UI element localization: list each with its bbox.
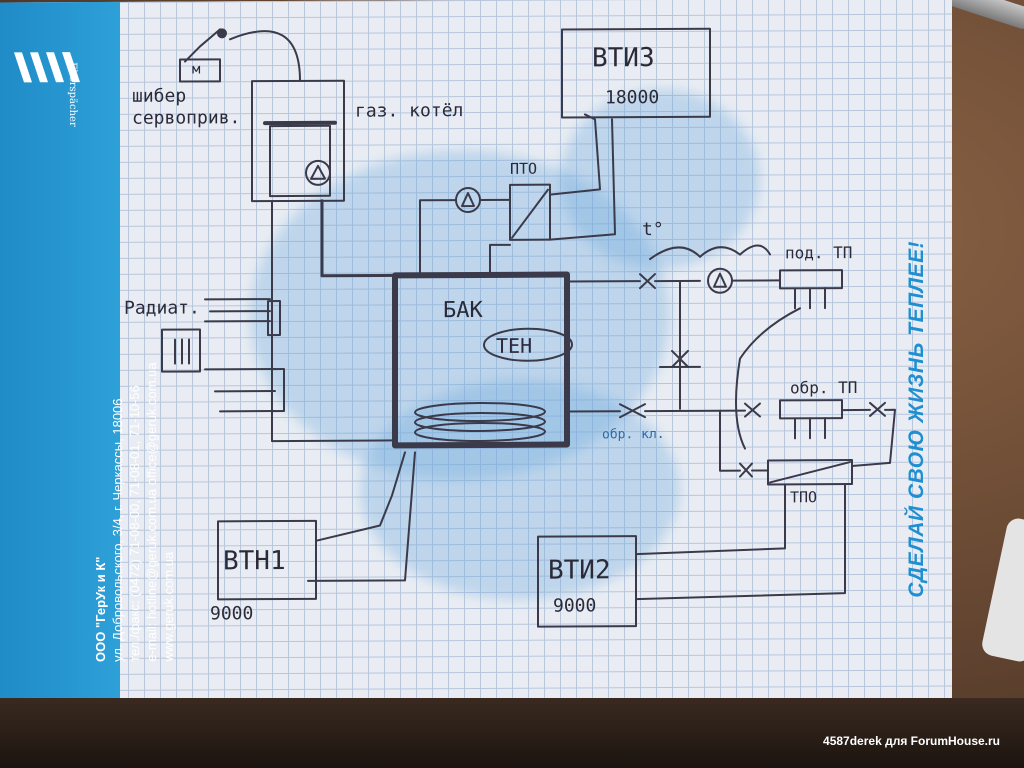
label-servoprivod: сервоприв. [132,107,241,129]
return-manifold [779,399,843,420]
label-vtn1: ВТН1 [223,545,286,577]
boiler-pump-icon [305,159,331,186]
label-radiators: Радиат. [124,297,200,319]
label-motor: м [192,61,201,78]
label-pto: ПТО [510,159,538,178]
temperature-sensor-wire [649,244,771,261]
label-bak: БАК [443,297,483,324]
label-vtiz-power: 18000 [605,87,660,109]
supply-valve-icon [639,273,656,290]
check-valve-icon [619,403,646,419]
storage-tank [392,271,570,449]
company-sidebar: Eberspächer ООО "ГерУк и К" ул. Добровол… [0,1,176,707]
chimney-pipe [184,28,221,63]
radiator-2 [271,368,285,413]
pump-icon [455,187,481,214]
vtn1-collector [217,519,317,601]
pto-exchanger [509,183,551,241]
label-shiber: шибер [132,85,187,107]
label-ten: ТЕН [496,333,533,358]
servo-motor [179,58,221,83]
gas-boiler [251,79,345,203]
vti2-collector [537,535,637,628]
supply-pump-icon [707,267,733,294]
bypass-valve-icon [671,349,689,368]
tpo-valve-icon [739,462,753,478]
radiator-1 [267,300,281,337]
label-gas-boiler: газ. котёл [355,100,464,122]
eberspaecher-logo-icon [14,52,80,83]
label-vtn1-power: 9000 [210,603,254,625]
desk-edge [0,698,1024,768]
heating-element [483,327,573,362]
boiler-inner [269,124,331,198]
supply-manifold [779,269,843,290]
label-pod-tp: под. ТП [785,243,853,263]
return-valve-icon [744,402,761,418]
label-vtiz: ВТИЗ [592,43,655,74]
grid-paper: Eberspächer ООО "ГерУк и К" ул. Добровол… [0,0,952,709]
label-vti2-power: 9000 [553,595,597,617]
watermark: 4587derek для ForumHouse.ru [823,734,1000,748]
label-vti2: ВТИ2 [548,555,611,586]
label-obr-kl: обр. кл. [602,427,665,443]
label-obr-tp: обр. ТП [790,378,858,398]
heating-scheme [161,27,896,628]
tpo-exchanger [767,459,853,486]
label-t-sensor: t° [642,219,664,241]
label-tpo: ТПО [790,488,818,507]
vtiz-collector [561,27,711,119]
radiator-symbol [161,328,201,373]
